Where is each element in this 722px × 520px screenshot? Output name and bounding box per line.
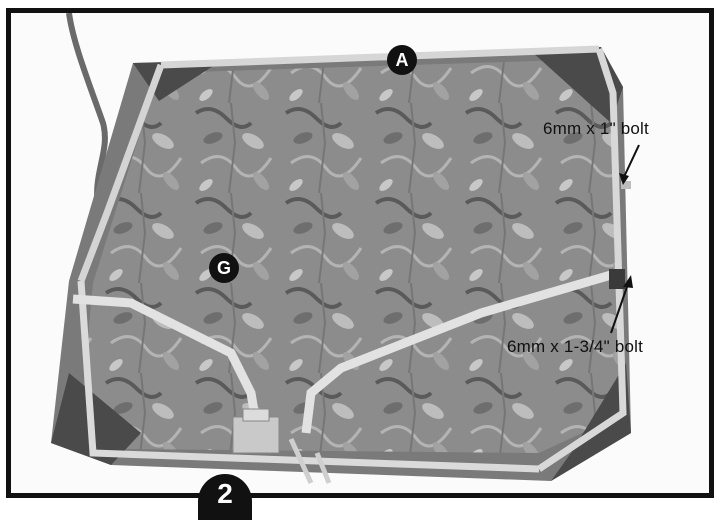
part-label-a: A: [387, 45, 417, 75]
part-label-g: G: [209, 253, 239, 283]
bolt-callout-short: 6mm x 1" bolt: [543, 119, 649, 139]
figure-frame: A G 6mm x 1" bolt 6mm x 1-3/4" bolt: [6, 8, 714, 498]
assembly-photo: [11, 13, 709, 493]
bolt-callout-long: 6mm x 1-3/4" bolt: [507, 337, 643, 357]
step-number-badge: 2: [198, 474, 252, 520]
